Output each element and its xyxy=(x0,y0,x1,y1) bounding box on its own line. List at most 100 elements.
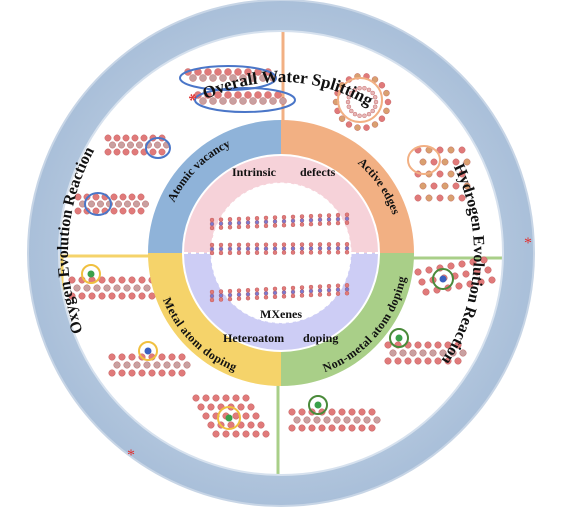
atom xyxy=(326,221,332,226)
atom xyxy=(288,408,296,416)
atom xyxy=(245,224,251,229)
atom xyxy=(263,215,269,221)
atom xyxy=(128,207,136,215)
atom xyxy=(371,121,379,128)
atom xyxy=(168,353,176,361)
atom xyxy=(299,242,305,247)
atom xyxy=(254,250,260,255)
atom xyxy=(202,394,210,402)
atom xyxy=(344,216,350,221)
atom xyxy=(227,221,233,226)
atom xyxy=(247,421,255,429)
atom xyxy=(454,341,462,349)
atom xyxy=(74,207,82,215)
atom xyxy=(373,99,379,105)
atom xyxy=(118,292,126,300)
atom xyxy=(257,421,265,429)
atom xyxy=(477,278,485,286)
atom xyxy=(263,287,269,292)
atom xyxy=(469,258,477,266)
atom xyxy=(219,97,227,105)
atom xyxy=(239,74,247,82)
atom xyxy=(218,293,224,298)
atom xyxy=(119,193,127,201)
atom xyxy=(484,266,492,274)
atom xyxy=(366,111,372,117)
atom xyxy=(209,250,215,256)
atom xyxy=(136,141,143,149)
atom xyxy=(234,68,242,76)
atom xyxy=(335,242,341,247)
label-mxenes: MXenes xyxy=(260,307,302,321)
atom xyxy=(323,416,331,424)
atom xyxy=(414,194,422,202)
atom xyxy=(245,220,251,225)
atom xyxy=(422,288,430,296)
atom xyxy=(158,148,166,156)
atom xyxy=(348,424,356,432)
atom xyxy=(458,260,466,268)
atom xyxy=(303,416,311,424)
atom xyxy=(244,68,252,76)
atom xyxy=(263,242,269,247)
atom xyxy=(131,148,139,156)
atom xyxy=(348,408,356,416)
atom xyxy=(424,341,432,349)
atom xyxy=(119,207,127,215)
atom xyxy=(366,87,372,93)
atom xyxy=(326,217,332,222)
atom xyxy=(245,288,251,293)
dopant-atoms xyxy=(87,270,447,422)
atom xyxy=(269,97,277,105)
atom xyxy=(290,285,296,291)
atom xyxy=(368,424,376,432)
atom xyxy=(218,242,224,248)
atom xyxy=(97,200,104,208)
atom xyxy=(264,91,272,99)
atom xyxy=(227,288,233,294)
atom xyxy=(344,287,350,292)
atom xyxy=(414,341,422,349)
label-doping: doping xyxy=(303,331,338,345)
atom xyxy=(362,113,367,118)
atom xyxy=(153,361,161,369)
atom xyxy=(372,95,378,100)
atom xyxy=(335,220,341,226)
atom xyxy=(263,250,269,255)
atom xyxy=(263,291,269,296)
atom xyxy=(189,74,197,82)
atom xyxy=(344,246,350,251)
atom xyxy=(455,282,463,290)
atom xyxy=(299,246,305,251)
atom xyxy=(372,104,378,109)
atom xyxy=(378,82,386,89)
atom xyxy=(207,403,215,411)
atom xyxy=(371,76,379,83)
atom xyxy=(444,341,452,349)
atom xyxy=(389,349,397,357)
atom xyxy=(262,430,270,438)
atom xyxy=(214,91,222,99)
atom xyxy=(326,287,332,293)
atom xyxy=(326,213,332,218)
atom xyxy=(133,284,141,292)
atom xyxy=(317,213,323,219)
atom xyxy=(281,218,287,224)
atom xyxy=(328,424,336,432)
atom xyxy=(92,207,100,215)
atom xyxy=(439,349,447,357)
atom xyxy=(108,369,116,377)
atom xyxy=(419,182,427,190)
atom xyxy=(245,242,251,248)
atom xyxy=(122,134,130,142)
atom xyxy=(142,200,149,208)
atom xyxy=(384,98,392,106)
atom xyxy=(308,288,314,294)
atom xyxy=(480,256,488,264)
atom xyxy=(249,74,257,82)
atom xyxy=(254,216,260,221)
atom xyxy=(458,146,466,154)
atom xyxy=(370,90,375,96)
atom xyxy=(335,291,341,296)
